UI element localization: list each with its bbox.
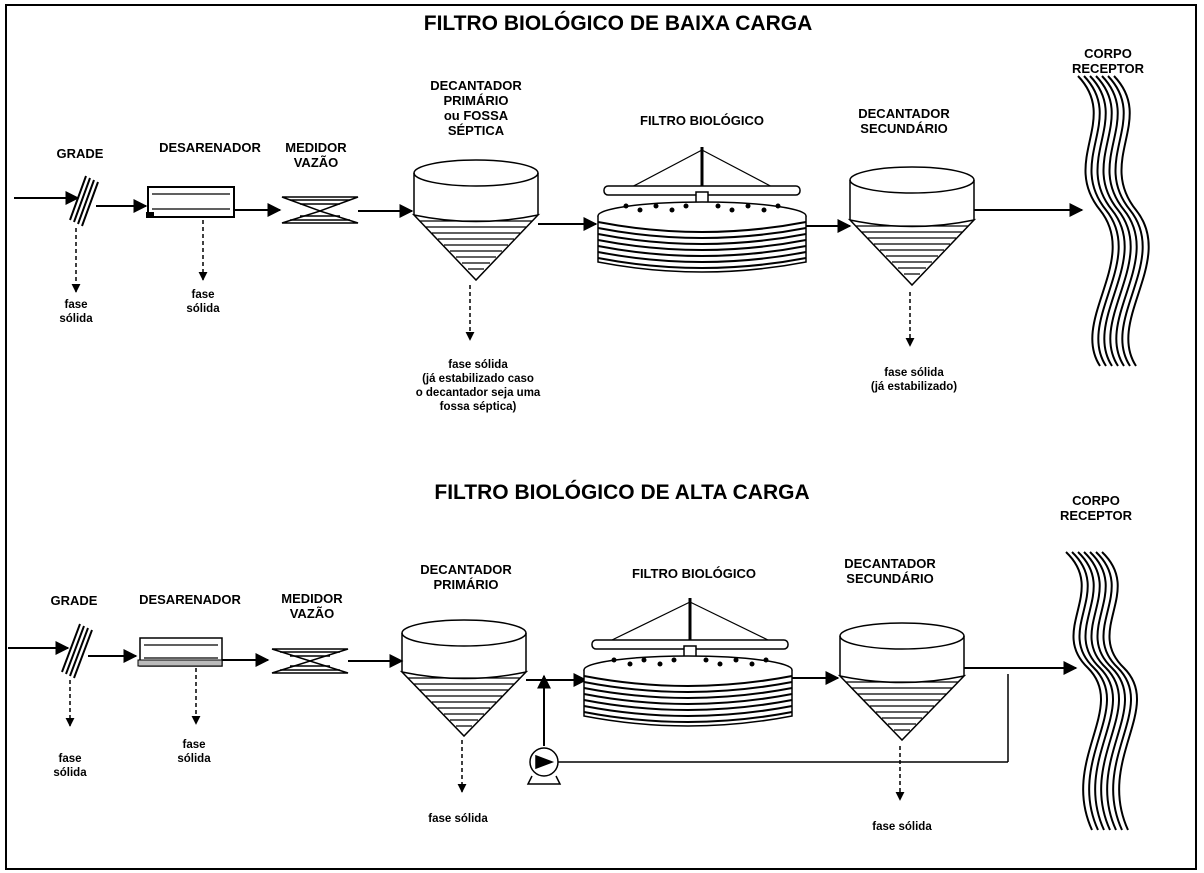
receiving-water-body [1077, 75, 1150, 367]
label-decantador-primario-2: PRIMÁRIO [444, 93, 509, 108]
output-decantador-secundario-1: fase sólida [884, 367, 944, 379]
label-desarenador: DESARENADOR [139, 592, 241, 607]
output-grade-1: fase [64, 299, 87, 311]
label-grade: GRADE [57, 146, 104, 161]
output-decantador-primario-1: fase sólida [428, 813, 488, 825]
label-corpo-receptor-2: RECEPTOR [1072, 61, 1145, 76]
label-filtro: FILTRO BIOLÓGICO [632, 566, 756, 581]
label-medidor-1: MEDIDOR [281, 591, 343, 606]
label-decantador-secundario-1: DECANTADOR [844, 556, 936, 571]
biological-filter [583, 598, 793, 727]
label-desarenador: DESARENADOR [159, 140, 261, 155]
desarenador-tank [137, 637, 223, 667]
output-desarenador-2: sólida [177, 753, 211, 765]
desarenador-tank [146, 186, 235, 218]
label-decantador-secundario-1: DECANTADOR [858, 106, 950, 121]
label-medidor-1: MEDIDOR [285, 140, 347, 155]
diagram-high-load: FILTRO BIOLÓGICO DE ALTA CARGA GRADE fas… [8, 480, 1138, 833]
title-high-load: FILTRO BIOLÓGICO DE ALTA CARGA [434, 480, 809, 504]
title-low-load: FILTRO BIOLÓGICO DE BAIXA CARGA [424, 11, 813, 35]
label-decantador-primario-4: SÉPTICA [448, 123, 505, 138]
label-corpo-receptor-2: RECEPTOR [1060, 508, 1133, 523]
label-medidor-2: VAZÃO [290, 606, 335, 621]
output-decantador-primario-1: fase sólida [448, 359, 508, 371]
secondary-settler [847, 166, 977, 287]
output-grade-1: fase [58, 753, 81, 765]
flow-meter [271, 648, 349, 674]
label-corpo-receptor-1: CORPO [1072, 493, 1120, 508]
label-decantador-primario-1: DECANTADOR [430, 78, 522, 93]
label-medidor-2: VAZÃO [294, 155, 339, 170]
label-filtro: FILTRO BIOLÓGICO [640, 113, 764, 128]
biological-filter [597, 147, 807, 273]
output-decantador-secundario-2: (já estabilizado) [871, 381, 957, 393]
output-desarenador-1: fase [191, 289, 214, 301]
diagram-frame [5, 4, 1197, 870]
output-grade-2: sólida [53, 767, 87, 779]
pump-icon [526, 747, 562, 785]
recirculation-line [537, 674, 1009, 763]
label-decantador-secundario-2: SECUNDÁRIO [860, 121, 947, 136]
output-decantador-secundario-1: fase sólida [872, 821, 932, 833]
primary-settler [399, 619, 529, 738]
output-decantador-primario-3: o decantador seja uma [416, 387, 541, 399]
flow-meter [281, 196, 359, 224]
grade-screen [69, 175, 99, 227]
output-grade-2: sólida [59, 313, 93, 325]
secondary-settler [837, 622, 967, 742]
receiving-water-body [1065, 551, 1138, 831]
label-grade: GRADE [51, 593, 98, 608]
output-decantador-primario-2: (já estabilizado caso [422, 373, 534, 385]
output-decantador-primario-4: fossa séptica) [440, 401, 517, 413]
output-desarenador-2: sólida [186, 303, 220, 315]
label-corpo-receptor-1: CORPO [1084, 46, 1132, 61]
label-decantador-primario-2: PRIMÁRIO [434, 577, 499, 592]
label-decantador-primario-1: DECANTADOR [420, 562, 512, 577]
grade-screen [61, 623, 93, 679]
label-decantador-secundario-2: SECUNDÁRIO [846, 571, 933, 586]
label-decantador-primario-3: ou FOSSA [444, 108, 509, 123]
primary-settler [411, 159, 541, 282]
diagram-low-load: FILTRO BIOLÓGICO DE BAIXA CARGA GRADE fa… [14, 11, 1150, 413]
output-desarenador-1: fase [182, 739, 205, 751]
